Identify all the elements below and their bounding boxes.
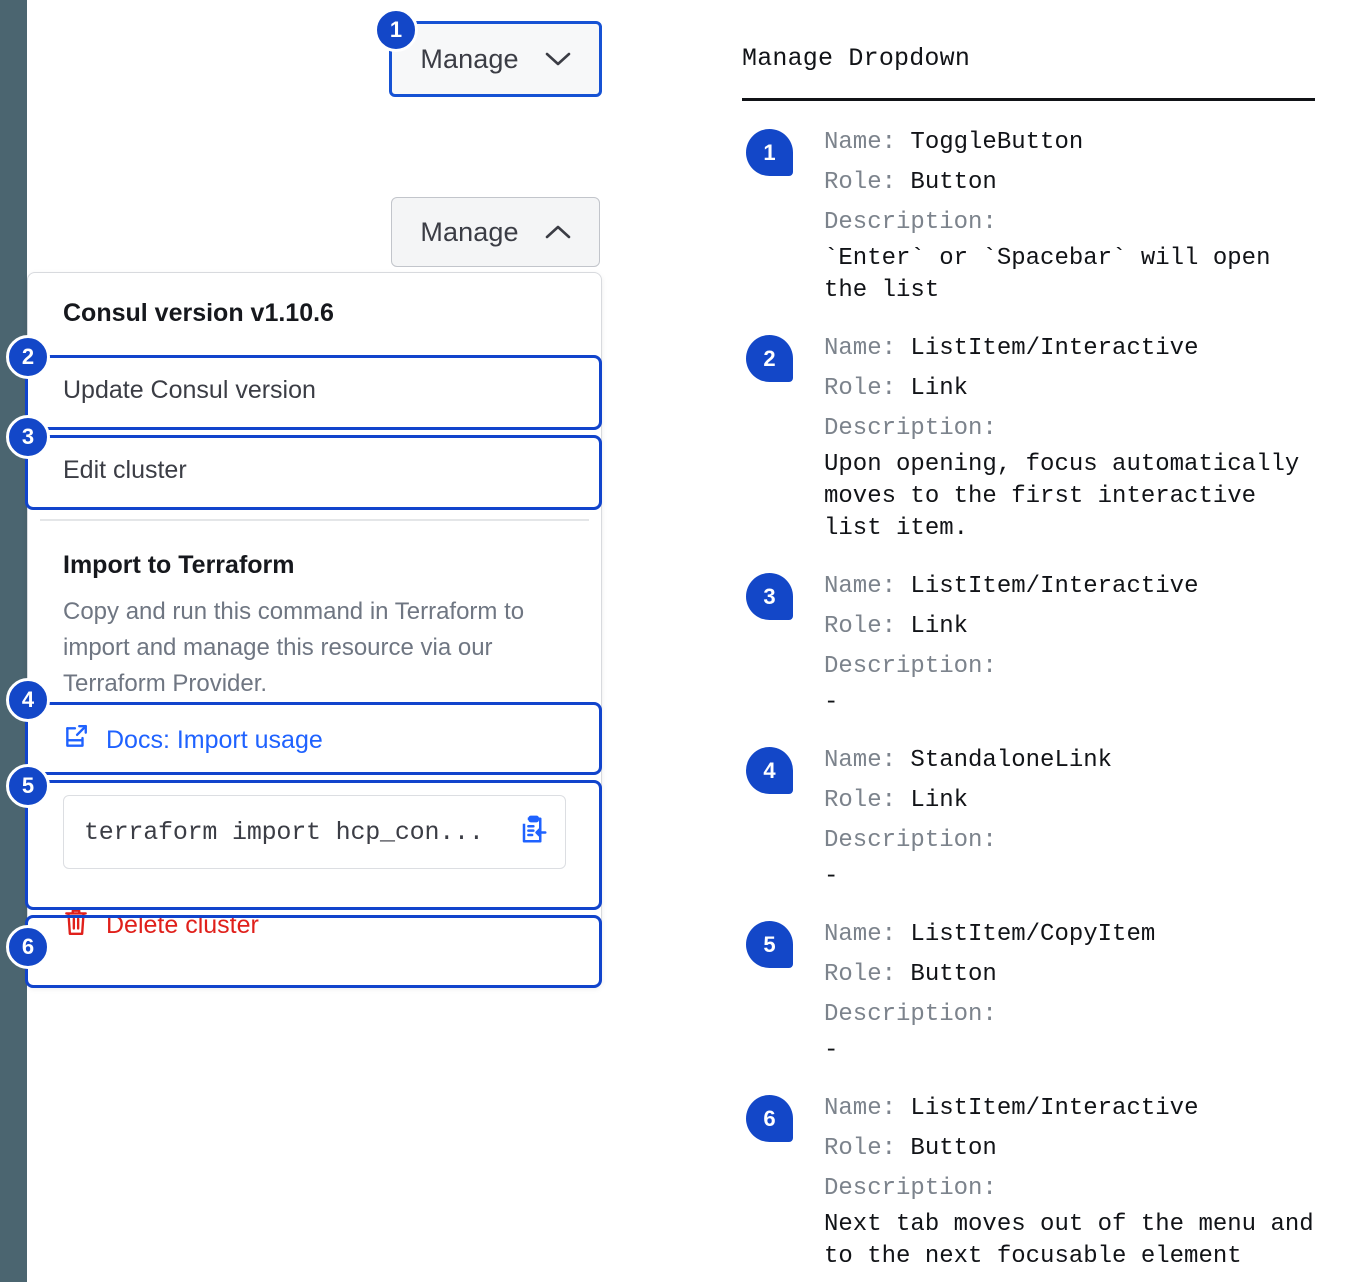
legend-name-key: Name:	[824, 573, 897, 600]
legend-entry: 5 Name: ListItem/CopyItem Role: Button D…	[742, 915, 1342, 1067]
legend-name-value: ListItem/Interactive	[910, 573, 1199, 600]
left-sidebar-rail	[0, 0, 27, 1282]
copy-to-clipboard-icon[interactable]	[519, 815, 549, 850]
manage-dropdown-toggle-collapsed[interactable]: Manage	[389, 21, 602, 97]
legend-description-key: Description:	[824, 209, 997, 236]
manage-dropdown-toggle-expanded[interactable]: Manage	[391, 197, 600, 267]
legend-name-value: ToggleButton	[910, 129, 1084, 156]
legend-description-value: Upon opening, focus automatically moves …	[824, 451, 1300, 542]
menu-divider	[40, 519, 589, 521]
annotated-ui-pane: Manage 1 Manage Consul version v1.10.6 U…	[6, 8, 602, 988]
legend-role-value: Link	[910, 375, 969, 402]
legend-entry: 2 Name: ListItem/Interactive Role: Link …	[742, 329, 1342, 545]
marker-badge-5: 5	[6, 764, 50, 808]
legend-description-value: -	[824, 1037, 839, 1064]
docs-link-label: Docs: Import usage	[106, 725, 323, 754]
legend-name-key: Name:	[824, 129, 897, 156]
chevron-up-icon	[545, 224, 571, 240]
trash-icon	[63, 908, 89, 943]
legend-role-value: Button	[910, 1135, 997, 1162]
legend-role-key: Role:	[824, 1135, 897, 1162]
legend-entry: 4 Name: StandaloneLink Role: Link Descri…	[742, 741, 1342, 893]
legend-description-value: -	[824, 689, 839, 716]
legend-badge-2: 2	[746, 335, 793, 382]
marker-badge-3: 3	[6, 415, 50, 459]
consul-version-header: Consul version v1.10.6	[63, 299, 334, 327]
legend-name-value: ListItem/Interactive	[910, 335, 1199, 362]
chevron-down-icon	[545, 51, 571, 67]
terraform-command-text: terraform import hcp_con...	[84, 817, 484, 847]
import-to-terraform-description: Copy and run this command in Terraform t…	[63, 598, 525, 697]
legend-description-key: Description:	[824, 653, 997, 680]
legend-role-value: Button	[910, 961, 997, 988]
legend-title: Manage Dropdown	[742, 44, 971, 73]
terraform-command-row[interactable]: terraform import hcp_con...	[28, 778, 601, 886]
legend-role-key: Role:	[824, 613, 897, 640]
menu-item-docs-import-usage[interactable]: Docs: Import usage	[28, 702, 601, 778]
menu-item-delete-cluster[interactable]: Delete cluster	[28, 886, 601, 964]
legend-entry: 3 Name: ListItem/Interactive Role: Link …	[742, 567, 1342, 719]
external-link-icon	[63, 724, 89, 757]
legend-role-value: Link	[910, 787, 969, 814]
legend-name-key: Name:	[824, 747, 897, 774]
legend-entry: 6 Name: ListItem/Interactive Role: Butto…	[742, 1089, 1342, 1273]
legend-panel: Manage Dropdown 1 Name: ToggleButton Rol…	[742, 0, 1342, 1282]
legend-description-value: Next tab moves out of the menu and to th…	[824, 1211, 1314, 1270]
manage-button-label-expanded: Manage	[420, 216, 519, 247]
menu-item-label: Edit cluster	[63, 455, 187, 484]
marker-badge-6: 6	[6, 925, 50, 969]
legend-badge-6: 6	[746, 1095, 793, 1142]
manage-dropdown-menu: Consul version v1.10.6 Update Consul ver…	[27, 272, 602, 987]
delete-cluster-label: Delete cluster	[106, 910, 259, 939]
terraform-command-box[interactable]: terraform import hcp_con...	[63, 795, 566, 869]
legend-role-key: Role:	[824, 375, 897, 402]
legend-badge-3: 3	[746, 573, 793, 620]
legend-name-key: Name:	[824, 1095, 897, 1122]
legend-name-value: StandaloneLink	[910, 747, 1113, 774]
legend-description-key: Description:	[824, 1001, 997, 1028]
manage-button-label: Manage	[420, 43, 519, 74]
marker-badge-2: 2	[6, 335, 50, 379]
import-to-terraform-title: Import to Terraform	[63, 551, 295, 579]
legend-name-key: Name:	[824, 921, 897, 948]
legend-description-key: Description:	[824, 1175, 997, 1202]
legend-entry: 1 Name: ToggleButton Role: Button Descri…	[742, 123, 1342, 307]
menu-item-update-consul-version[interactable]: Update Consul version	[28, 350, 601, 430]
legend-role-value: Button	[910, 169, 997, 196]
manage-button-collapsed[interactable]: Manage	[389, 21, 602, 97]
legend-description-key: Description:	[824, 415, 997, 442]
legend-role-key: Role:	[824, 169, 897, 196]
legend-description-value: -	[824, 863, 839, 890]
menu-item-label: Update Consul version	[63, 375, 316, 404]
legend-badge-5: 5	[746, 921, 793, 968]
legend-description-value: `Enter` or `Spacebar` will open the list	[824, 245, 1271, 304]
legend-badge-1: 1	[746, 129, 793, 176]
legend-name-value: ListItem/CopyItem	[910, 921, 1156, 948]
legend-name-key: Name:	[824, 335, 897, 362]
marker-badge-4: 4	[6, 678, 50, 722]
legend-badge-4: 4	[746, 747, 793, 794]
legend-name-value: ListItem/Interactive	[910, 1095, 1199, 1122]
legend-role-key: Role:	[824, 787, 897, 814]
legend-role-key: Role:	[824, 961, 897, 988]
legend-description-key: Description:	[824, 827, 997, 854]
legend-role-value: Link	[910, 613, 969, 640]
legend-divider	[742, 98, 1315, 101]
marker-badge-1: 1	[374, 8, 418, 52]
menu-item-edit-cluster[interactable]: Edit cluster	[28, 430, 601, 510]
manage-button-expanded[interactable]: Manage	[391, 197, 600, 267]
